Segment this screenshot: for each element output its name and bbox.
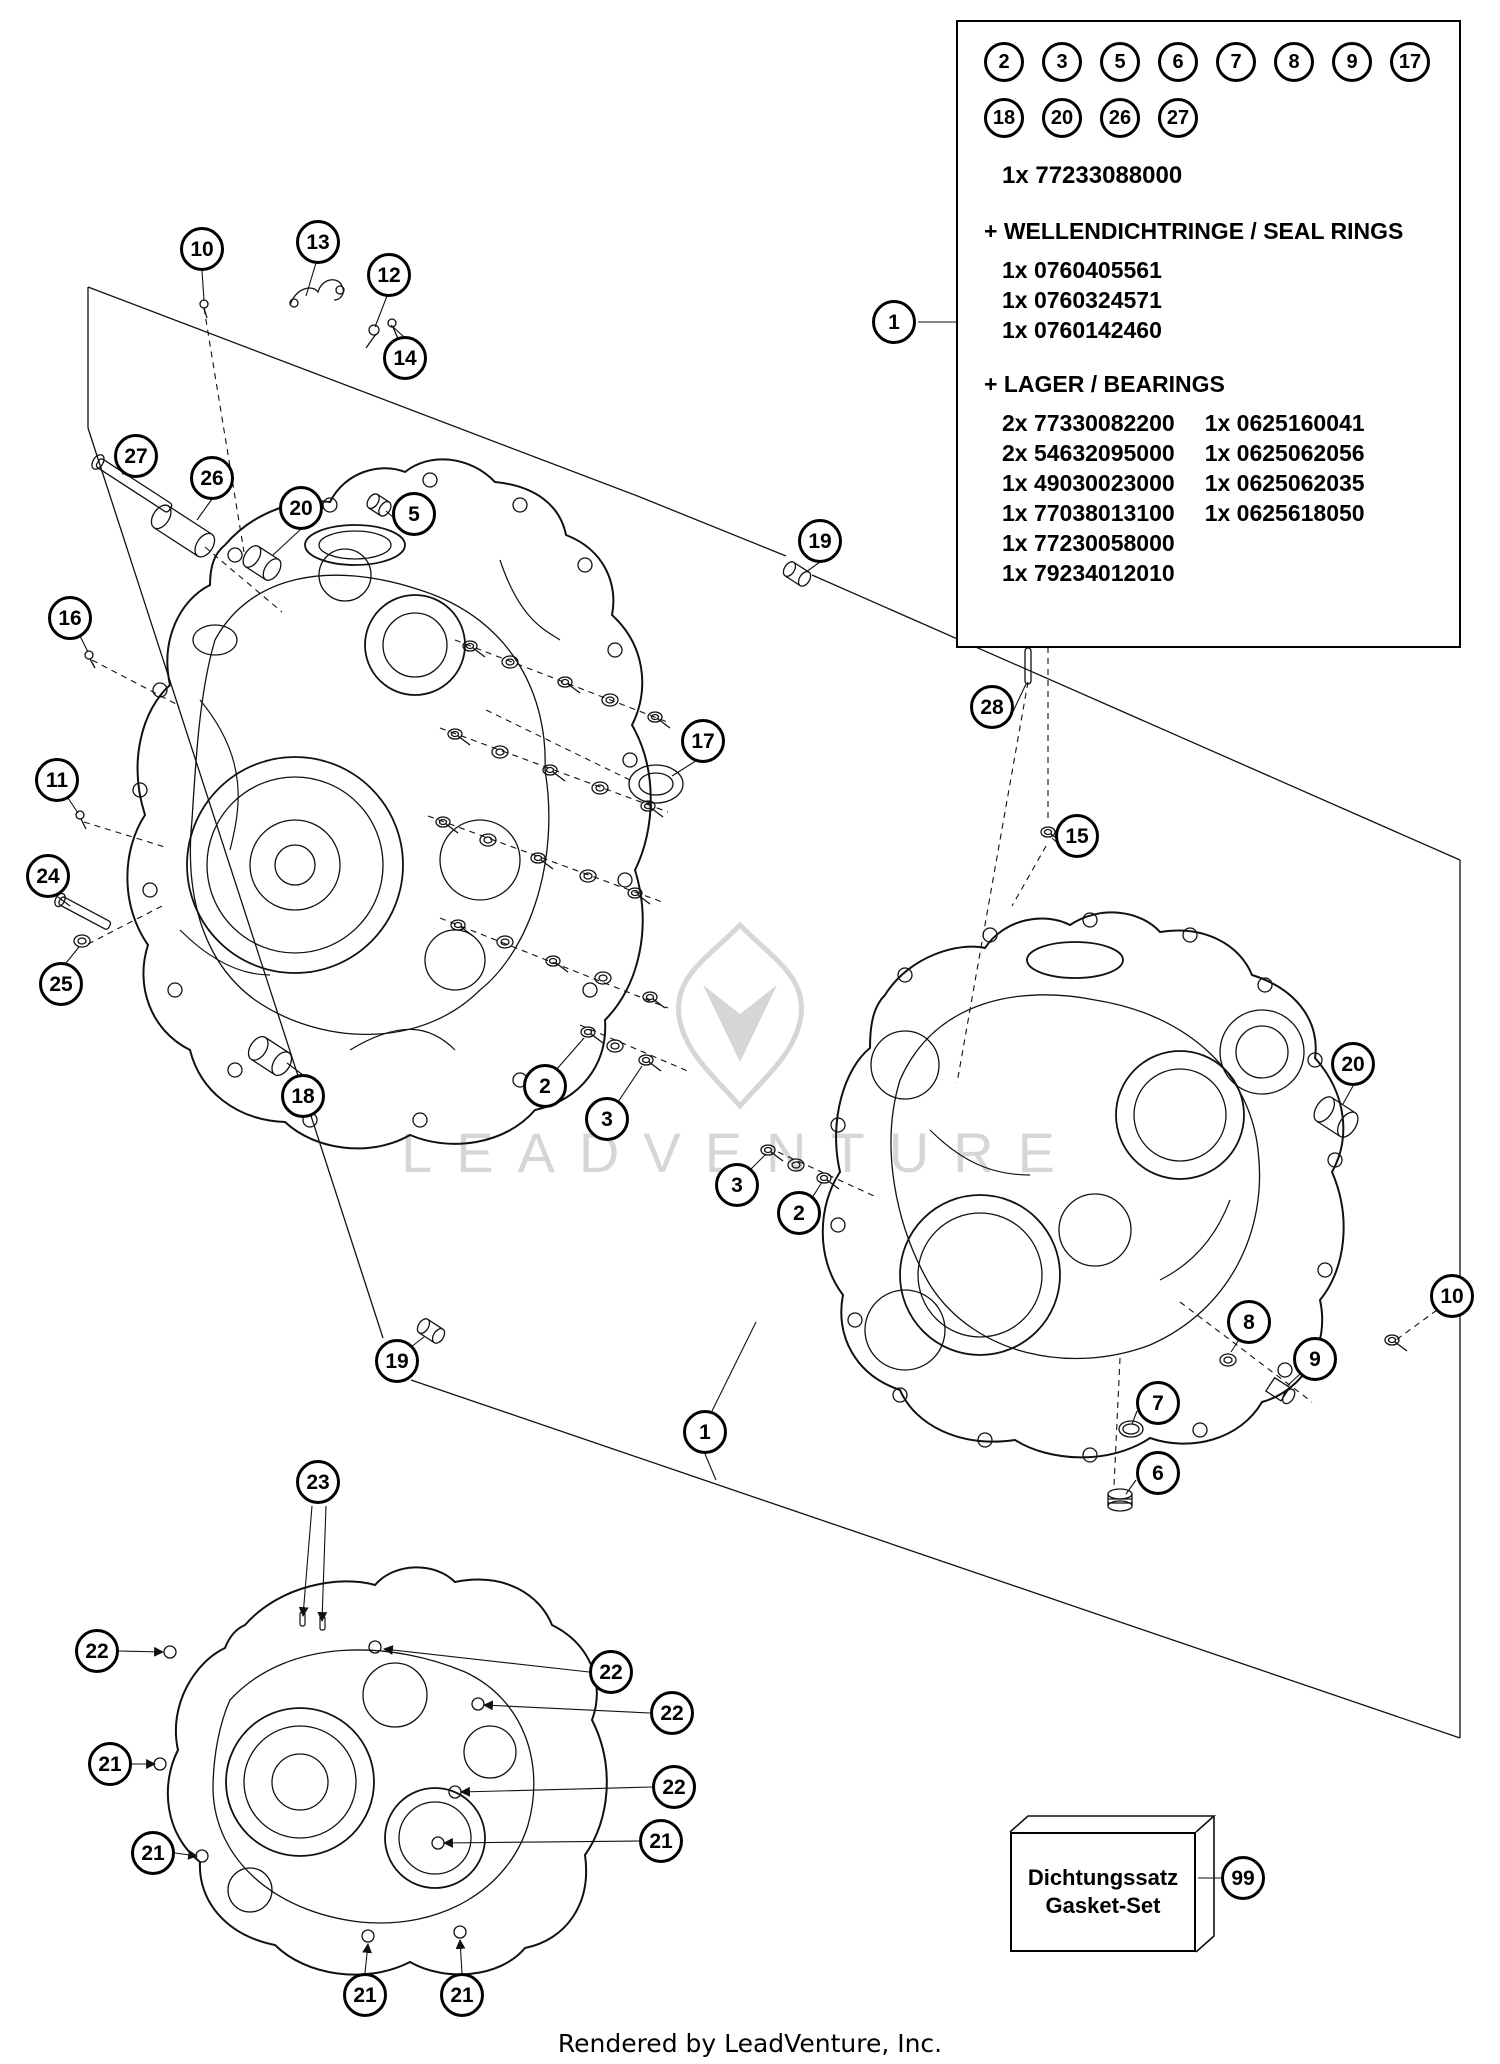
ref-number-badge: 3: [1042, 42, 1082, 82]
callout-10: 10: [1430, 1274, 1474, 1318]
callout-22: 22: [75, 1629, 119, 1673]
seal-rings-header: + WELLENDICHTRINGE / SEAL RINGS: [984, 218, 1404, 244]
callout-20: 20: [279, 486, 323, 530]
small-part-glyphs: [54, 279, 1359, 1512]
callout-8: 8: [1227, 1300, 1271, 1344]
ref-number-badge: 8: [1274, 42, 1314, 82]
callout-22: 22: [650, 1691, 694, 1735]
bearing-part-number: 1x 49030023000: [1002, 470, 1175, 496]
bearing-part-number: 1x 79234012010: [1002, 560, 1175, 586]
callout-6: 6: [1136, 1451, 1180, 1495]
callout-99: 99: [1221, 1856, 1265, 1900]
right-crankcase-drawing: [821, 911, 1345, 1463]
callout-19: 19: [375, 1339, 419, 1383]
gasket-set-label-de: Dichtungssatz: [1027, 1865, 1179, 1890]
bearing-part-number: 2x 77330082200: [1002, 410, 1175, 436]
callout-1: 1: [872, 300, 916, 344]
callout-28: 28: [970, 685, 1014, 729]
callout-27: 27: [114, 434, 158, 478]
seal-ring-part-number: 1x 0760405561: [1002, 257, 1162, 283]
bearings-header: + LAGER / BEARINGS: [984, 371, 1225, 397]
bearings-columns: 2x 77330082200 2x 54632095000 1x 490300230…: [1002, 408, 1449, 588]
bearing-part-number: 1x 0625160041: [1204, 410, 1365, 436]
gasket-set-label-en: Gasket-Set: [1045, 1893, 1161, 1918]
bearing-part-number: 1x 77038013100: [1002, 500, 1175, 526]
callout-12: 12: [367, 253, 411, 297]
callout-21: 21: [639, 1819, 683, 1863]
seal-rings-list: 1x 0760405561 1x 0760324571 1x 0760142460: [1002, 255, 1449, 345]
gasket-set-box: Dichtungssatz Gasket-Set: [1010, 1832, 1196, 1952]
callout-14: 14: [383, 336, 427, 380]
callout-3: 3: [715, 1163, 759, 1207]
ref-number-badge: 18: [984, 98, 1024, 138]
bearing-part-number: 1x 0625618050: [1204, 500, 1365, 526]
ref-number-badge: 20: [1042, 98, 1082, 138]
ref-number-badge: 27: [1158, 98, 1198, 138]
callout-19: 19: [798, 519, 842, 563]
callout-22: 22: [652, 1765, 696, 1809]
callout-23: 23: [296, 1460, 340, 1504]
callout-21: 21: [131, 1831, 175, 1875]
seal-ring-part-number: 1x 0760324571: [1002, 287, 1162, 313]
callout-13: 13: [296, 220, 340, 264]
bearing-part-number: 1x 77230058000: [1002, 530, 1175, 556]
ref-number-badge: 2: [984, 42, 1024, 82]
ref-number-badge: 26: [1100, 98, 1140, 138]
main-part-number: 1x 77233088000: [1002, 162, 1183, 189]
bottom-crankcase-drawing: [153, 1566, 608, 1976]
callout-9: 9: [1293, 1337, 1337, 1381]
ref-number-badge: 5: [1100, 42, 1140, 82]
callout-5: 5: [392, 492, 436, 536]
callout-26: 26: [190, 456, 234, 500]
callout-18: 18: [281, 1074, 325, 1118]
left-crankcase-drawing: [126, 458, 652, 1150]
bearing-part-number: 2x 54632095000: [1002, 440, 1175, 466]
callout-10: 10: [180, 227, 224, 271]
callout-15: 15: [1055, 814, 1099, 858]
callout-17: 17: [681, 719, 725, 763]
ref-number-badge: 9: [1332, 42, 1372, 82]
leadventure-watermark: LEADVENTURE: [401, 921, 1055, 1184]
callout-21: 21: [440, 1973, 484, 2017]
diagram-frame-lines: [87, 286, 1461, 1739]
seal-ring-part-number: 1x 0760142460: [1002, 317, 1162, 343]
callout-7: 7: [1136, 1381, 1180, 1425]
gasket-box-3d-edges: [1009, 1815, 1217, 1953]
watermark-flame-icon: [703, 985, 777, 1062]
callout-2: 2: [523, 1064, 567, 1108]
ref-number-badge: 6: [1158, 42, 1198, 82]
fastener-parts: [427, 639, 1408, 1487]
ref-number-badge: 7: [1216, 42, 1256, 82]
callout-21: 21: [88, 1742, 132, 1786]
callout-3: 3: [585, 1097, 629, 1141]
callout-2: 2: [777, 1191, 821, 1235]
leader-lines: [57, 262, 1438, 1974]
bearing-part-number: 1x 0625062056: [1204, 440, 1365, 466]
ref-number-badge: 17: [1390, 42, 1430, 82]
bearings-column-1: 2x 77330082200 2x 54632095000 1x 490300230…: [1002, 408, 1175, 588]
rendered-by-footer: Rendered by LeadVenture, Inc.: [557, 2029, 943, 2058]
bearing-part-number: 1x 0625062035: [1204, 470, 1365, 496]
callout-11: 11: [35, 758, 79, 802]
callout-21: 21: [343, 1973, 387, 2017]
callout-20: 20: [1331, 1042, 1375, 1086]
callout-16: 16: [48, 596, 92, 640]
callout-22: 22: [589, 1650, 633, 1694]
callout-24: 24: [26, 854, 70, 898]
callout-25: 25: [39, 962, 83, 1006]
bearings-column-2: 1x 0625160041 1x 0625062056 1x 0625062035 1…: [1205, 408, 1365, 588]
ref-number-row-2: 18 20 26 27: [984, 98, 1449, 138]
callout-1: 1: [683, 1410, 727, 1454]
